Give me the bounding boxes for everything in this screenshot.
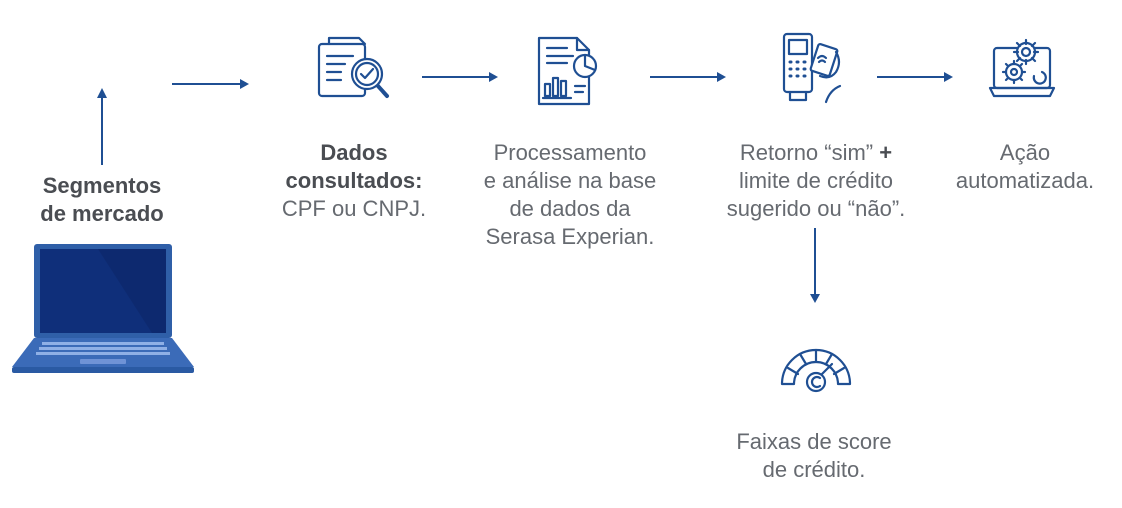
segmentos-line1: Segmentos bbox=[42, 173, 162, 198]
arrow-up bbox=[97, 88, 107, 165]
processamento-line1: Processamento bbox=[493, 140, 647, 165]
acao-line2: automatizada. bbox=[955, 168, 1095, 193]
dados-label: Dados consultados: CPF ou CNPJ. bbox=[254, 139, 454, 223]
processamento-line2: e análise na base bbox=[483, 168, 657, 193]
dados-line3: CPF ou CNPJ. bbox=[281, 196, 427, 221]
faixas-label: Faixas de score de crédito. bbox=[714, 428, 914, 484]
faixas-line2: de crédito. bbox=[762, 457, 866, 482]
retorno-line1: Retorno “sim” + bbox=[700, 139, 932, 167]
retorno-plus: + bbox=[879, 140, 893, 165]
faixas-line1: Faixas de score bbox=[736, 429, 892, 454]
retorno-line3: sugerido ou “não”. bbox=[726, 196, 906, 221]
processamento-line4: Serasa Experian. bbox=[485, 224, 655, 249]
dados-line2: consultados: bbox=[285, 168, 423, 193]
document-search-icon bbox=[317, 36, 389, 98]
retorno-label: Retorno “sim” + limite de crédito sugeri… bbox=[700, 139, 932, 223]
segmentos-label: Segmentos de mercado bbox=[0, 172, 204, 228]
arrow-right-2 bbox=[422, 72, 498, 82]
dados-line1: Dados bbox=[320, 140, 388, 165]
laptop-icon bbox=[12, 244, 194, 373]
processamento-label: Processamento e análise na base de dados… bbox=[458, 139, 682, 251]
report-chart-icon bbox=[537, 36, 598, 106]
segmentos-line2: de mercado bbox=[40, 201, 164, 226]
acao-label: Ação automatizada. bbox=[930, 139, 1120, 195]
retorno-line1-text: Retorno “sim” bbox=[739, 140, 880, 165]
arrow-right-1 bbox=[172, 79, 249, 89]
processamento-line3: de dados da bbox=[509, 196, 631, 221]
acao-line1: Ação bbox=[999, 140, 1051, 165]
payment-terminal-icon bbox=[782, 32, 842, 104]
arrow-down bbox=[810, 228, 820, 303]
arrow-right-3 bbox=[650, 72, 726, 82]
automation-gears-icon bbox=[988, 38, 1056, 98]
score-gauge-icon bbox=[780, 348, 852, 393]
arrow-right-4 bbox=[877, 72, 953, 82]
retorno-line2: limite de crédito bbox=[738, 168, 894, 193]
